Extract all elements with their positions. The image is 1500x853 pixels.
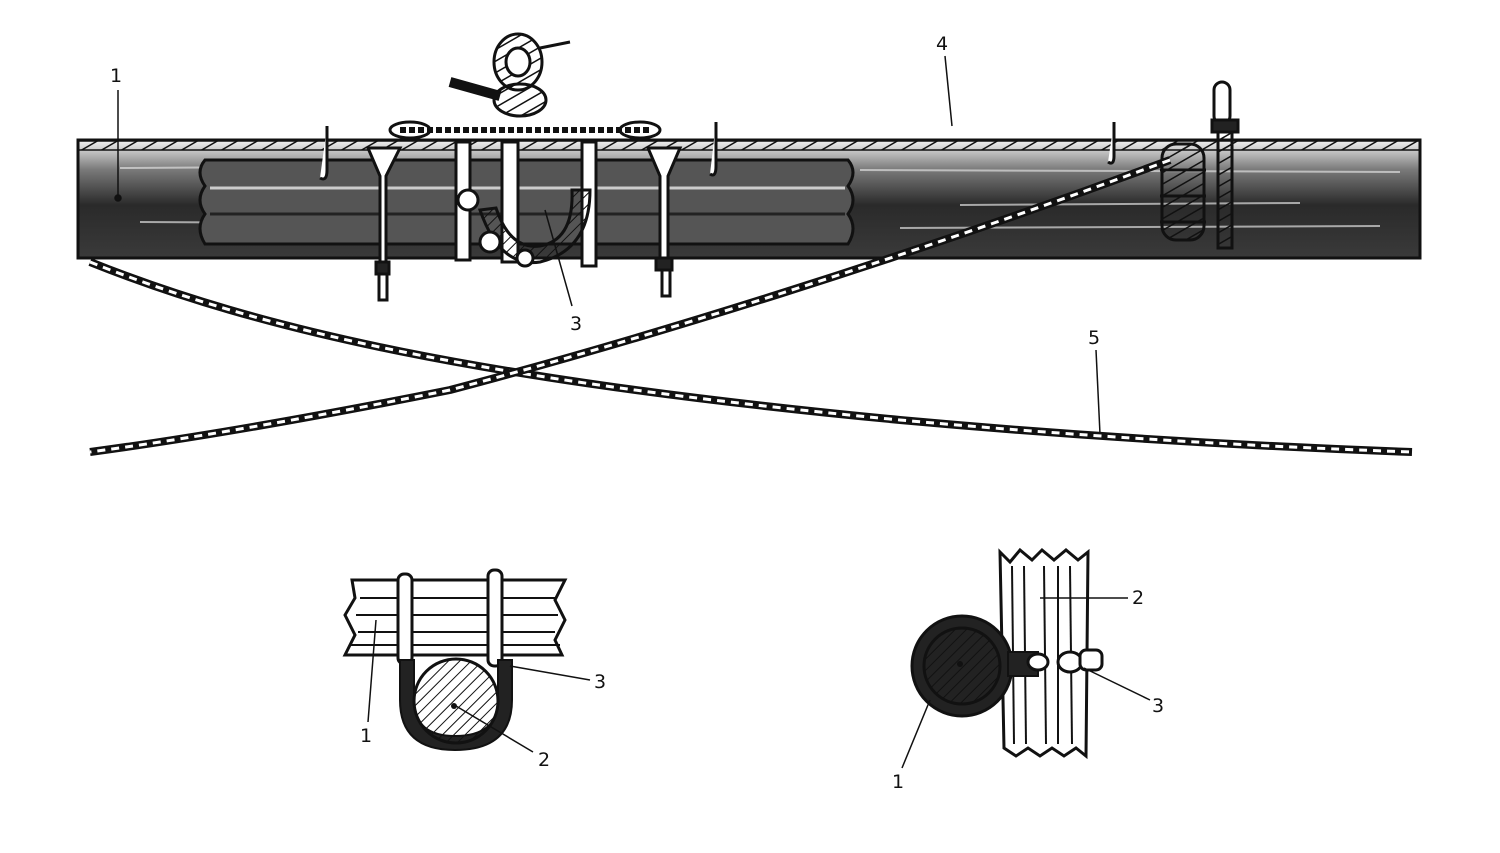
- label-main-4: 4: [936, 33, 948, 55]
- label-main-5: 5: [1088, 327, 1100, 349]
- label-b-1: 1: [892, 771, 904, 793]
- label-main-3: 3: [570, 313, 582, 335]
- detail-a: 1 3 2: [342, 568, 606, 771]
- shackle-ring: [456, 188, 592, 268]
- jackstay-rope: [77, 140, 1421, 151]
- yard-cleat-section: [198, 158, 855, 246]
- label-a-1: 1: [360, 725, 372, 747]
- detail-b: 2 3 1: [892, 547, 1164, 793]
- detail-a-core: [412, 657, 500, 745]
- label-main-1: 1: [110, 65, 122, 87]
- label-b-2: 2: [1132, 587, 1144, 609]
- rope-seizing: [1160, 142, 1206, 242]
- label-b-3: 3: [1152, 695, 1164, 717]
- detail-a-spar: [342, 578, 568, 657]
- main-view: 1 4 3 5: [76, 32, 1422, 456]
- jackstay-hooks: [319, 122, 1116, 181]
- stopper-knot: [448, 32, 571, 118]
- label-a-2: 2: [538, 749, 550, 771]
- label-a-3: 3: [594, 671, 606, 693]
- end-shackle: [1210, 80, 1240, 250]
- eye-bolts: [365, 146, 683, 302]
- main-leaders: [114, 55, 1101, 435]
